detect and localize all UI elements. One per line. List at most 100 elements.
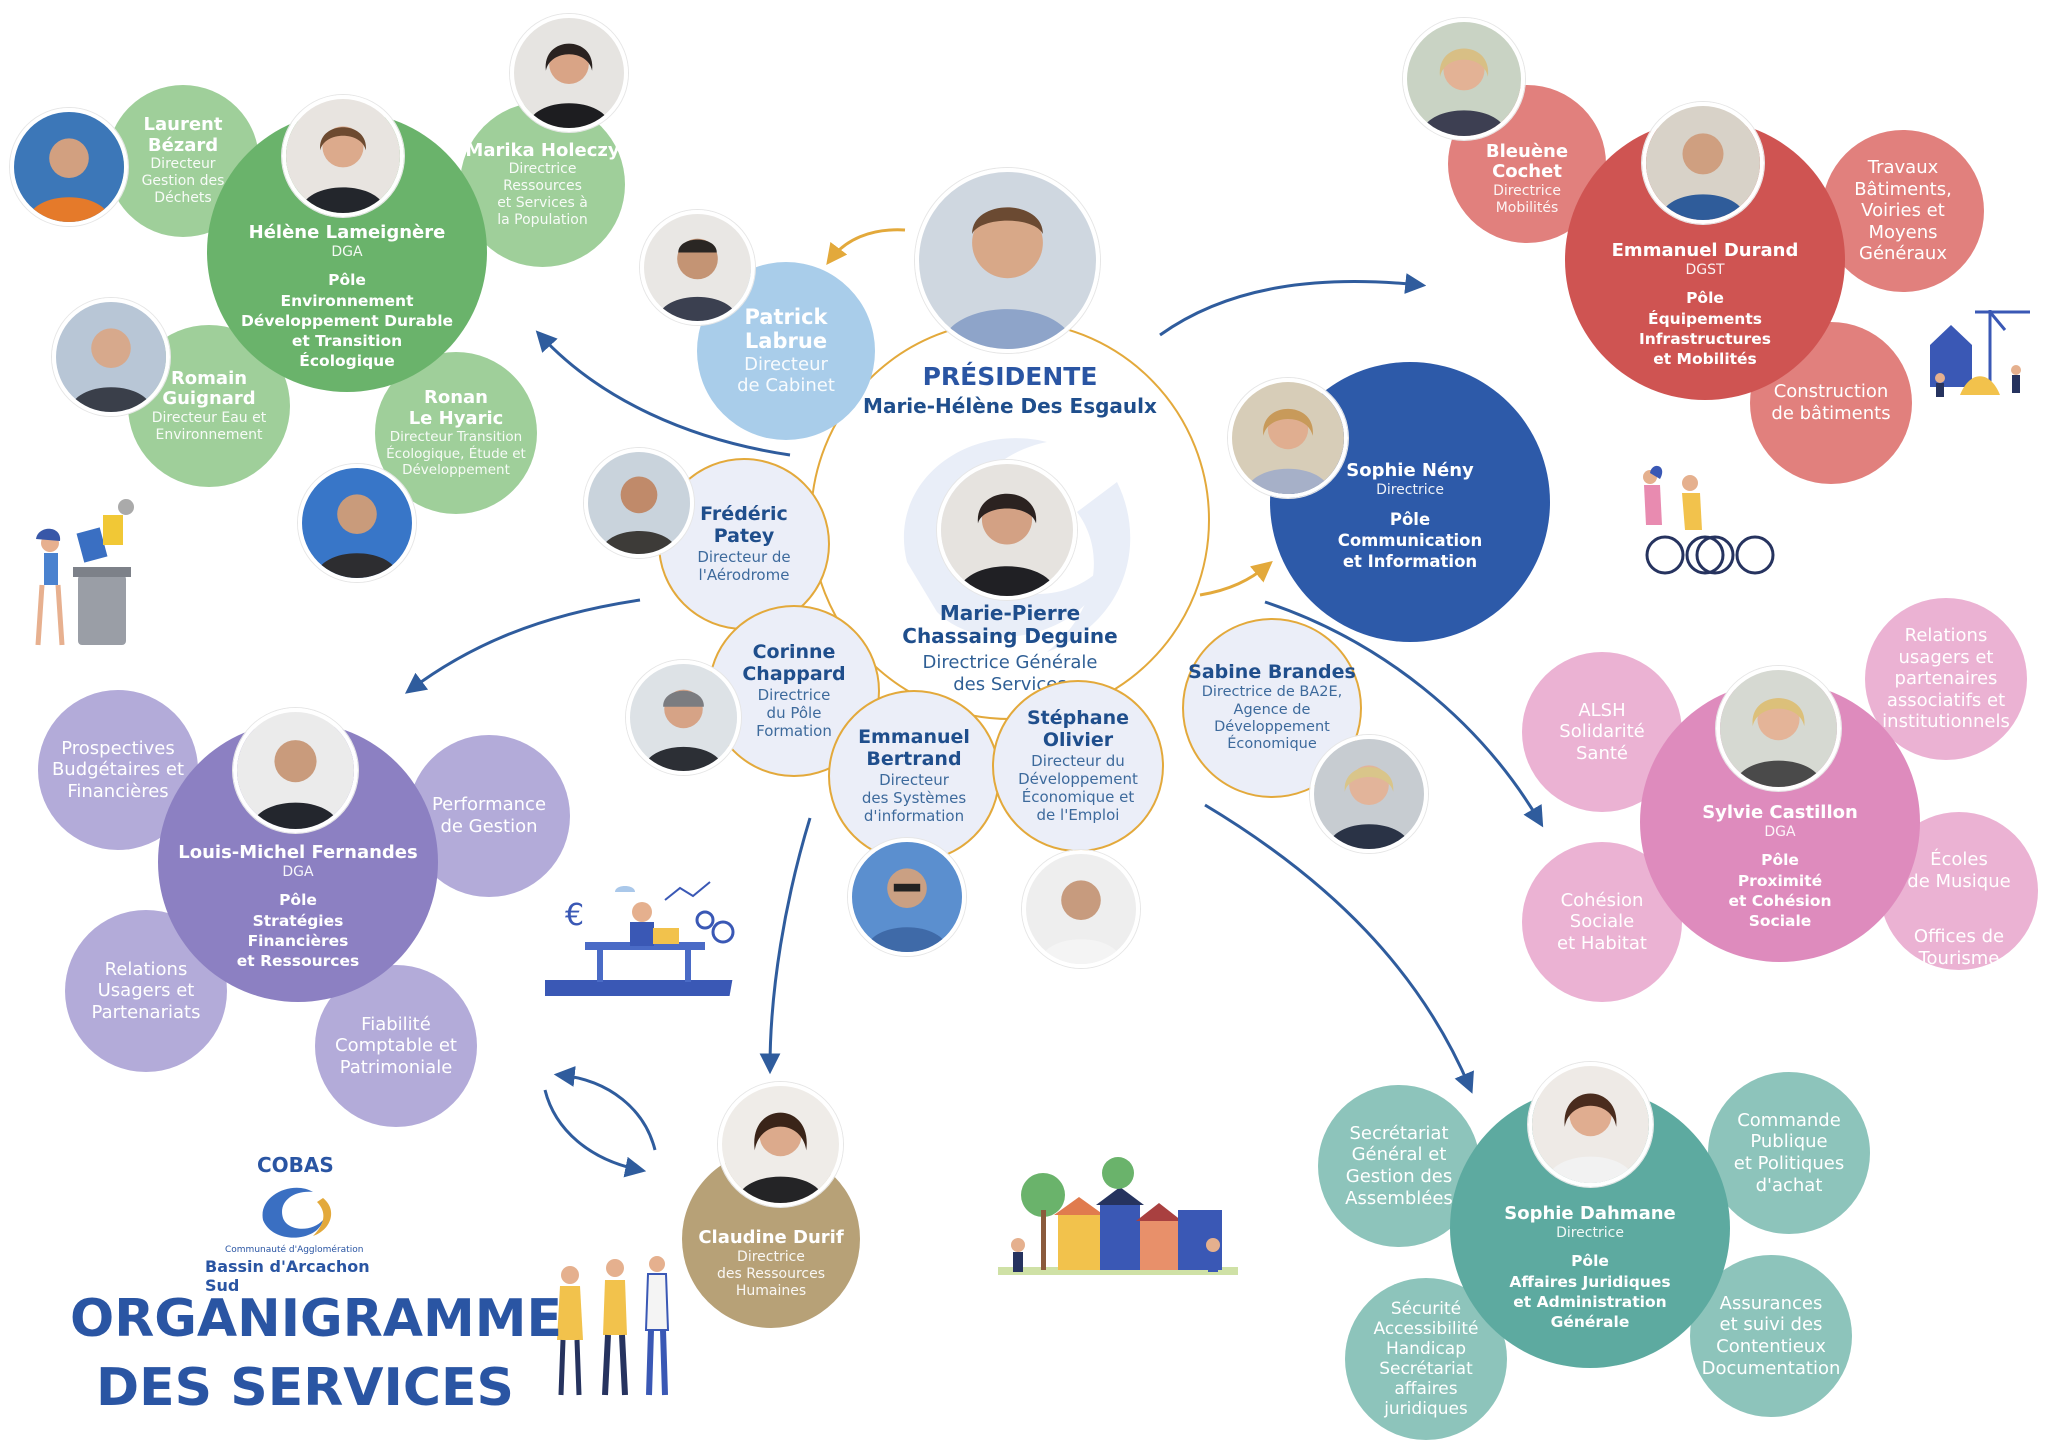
cabinet-photo-icon [640,210,755,325]
lameignere-photo-icon [282,95,404,217]
holeczy-photo-icon [510,14,628,132]
communication-pole-bubble: Sophie Nény Directrice Pôle Communicatio… [1270,362,1550,642]
service-label: Fiabilité Comptable et Patrimoniale [335,1013,457,1078]
service-label: Prospectives Budgétaires et Financières [51,737,185,802]
legal-service-commande: Commande Publique et Politiques d'achat [1708,1072,1870,1234]
pole-director-name: Sophie Nény [1346,460,1474,482]
ring-role: Directrice du Pôle Formation [756,685,832,740]
arrow-to-hr [759,817,812,1075]
guignard-photo-icon [52,298,170,416]
ring-bubble-olivier: Stéphane Olivier Directeur du Développem… [992,680,1164,852]
infra-service-travaux: Travaux Bâtiments, Voiries et Moyens Gén… [1822,130,1984,292]
pole-name: Pôle Environnement Développement Durable… [240,271,454,370]
service-label: Cohésion Sociale et Habitat [1557,889,1647,954]
cabinet-name: Patrick Labrue [744,305,828,354]
cochet-photo-icon [1403,18,1525,140]
recycling-illustration-icon [35,499,134,646]
ring-name: Emmanuel Bertrand [858,726,970,770]
pole-director-role: DGA [282,863,314,880]
pole-name: Pôle Affaires Juridiques et Administrati… [1509,1252,1671,1331]
olivier-photo-icon [1022,850,1140,968]
sub-role: Directeur Transition Écologique, Étude e… [386,429,526,478]
social-service-offices: Offices de Tourisme [1880,912,2038,984]
ring-bubble-bertrand: Emmanuel Bertrand Directeur des Systèmes… [828,690,1000,862]
cobas-logo: COBAS Communauté d'Agglomération Bassin … [205,1145,385,1295]
sub-role: Directeur Gestion des Déchets [141,156,225,207]
ring-name: Frédéric Patey [700,503,788,547]
service-label: Relations Usagers et Partenariats [91,958,201,1023]
cobas-logo-name: COBAS [257,1153,334,1177]
service-label: ALSH Solidarité Santé [1559,699,1645,764]
finance-pole-bubble: Louis-Michel Fernandes DGA Pôle Stratégi… [158,722,438,1002]
cobas-logo-small: Communauté d'Agglomération [225,1245,364,1255]
ring-name: Sabine Brandes [1188,661,1356,684]
pole-director-name: Hélène Lameignère [248,221,446,243]
lehyaric-photo-icon [298,464,416,582]
sub-role: Directrice Ressources et Services à la P… [497,161,588,228]
durif-photo-icon [718,1082,843,1207]
arrow-to-communication [1199,560,1273,597]
pole-director-name: Sylvie Castillon [1702,801,1858,823]
service-label: Commande Publique et Politiques d'achat [1733,1109,1845,1196]
castillon-photo-icon [1716,666,1841,791]
chappard-photo-icon [626,660,741,775]
pole-director-role: DGA [331,243,363,260]
svg-text:€: € [565,898,584,933]
ring-role: Directeur du Développement Économique et… [1018,751,1138,824]
cobas-logo-sub: Bassin d'Arcachon Sud [205,1257,370,1295]
service-label: Construction de bâtiments [1771,381,1891,424]
team-illustration-icon [557,1256,670,1396]
ring-name: Stéphane Olivier [1026,707,1129,751]
arrow-to-finance [404,598,641,694]
bertrand-photo-icon [848,838,966,956]
fernandes-photo-icon [233,708,358,833]
sub-name: Laurent Bézard [143,114,223,156]
hr-role: Directrice des Ressources Humaines [716,1249,826,1299]
env-sub-holeczy: Marika Holeczy Directrice Ressources et … [460,102,625,267]
dgs-photo-icon [937,460,1077,600]
cobas-wave-icon [262,1187,332,1238]
ring-role: Directrice de BA2E, Agence de Développem… [1201,684,1343,753]
construction-illustration-icon [1930,310,2030,397]
pole-director-name: Louis-Michel Fernandes [178,841,418,863]
service-label: Sécurité Accessibilité Handicap Secrétar… [1373,1298,1479,1420]
dahmane-photo-icon [1528,1062,1653,1187]
service-label: Relations usagers et partenaires associa… [1882,625,2010,733]
service-label: Performance de Gestion [431,794,547,837]
arrow-to-environment [535,330,791,457]
service-label: Écoles de Musique [1907,849,2011,892]
ring-role: Directeur des Systèmes d'information [861,770,967,825]
pole-director-role: DGST [1685,261,1725,278]
finance-desk-illustration-icon: € [545,881,735,996]
social-service-relations: Relations usagers et partenaires associa… [1865,598,2027,760]
service-label: Travaux Bâtiments, Voiries et Moyens Gén… [1854,157,1952,265]
service-label: Assurances et suivi des Contentieux Docu… [1701,1292,1841,1379]
env-sub-guignard: Romain Guignard Directeur Eau et Environ… [128,325,290,487]
patey-photo-icon [584,448,694,558]
page-title: ORGANIGRAMME DES SERVICES [70,1289,563,1419]
arrow-to-infra [1159,273,1427,337]
service-label: Offices de Tourisme [1913,926,2005,969]
durand-photo-icon [1642,102,1764,224]
brandes-photo-icon [1310,735,1428,853]
cabinet-bubble: Patrick Labrue Directeur de Cabinet [697,262,875,440]
pole-name: Pôle Stratégies Financières et Ressource… [236,891,360,970]
pole-name: Pôle Communication et Information [1337,509,1483,572]
sub-role: Directrice Mobilités [1493,182,1561,216]
social-service-alsh: ALSH Solidarité Santé [1522,652,1682,812]
pole-director-role: Directrice [1376,481,1444,498]
sub-name: Marika Holeczy [465,139,620,161]
sub-name: Bleuène Cochet [1485,140,1569,183]
hr-name: Claudine Durif [698,1227,844,1249]
sub-role: Directeur Eau et Environnement [151,409,267,443]
president-name: Marie-Hélène Des Esgaulx [863,394,1157,418]
finance-service-fiabilite: Fiabilité Comptable et Patrimoniale [315,965,477,1127]
neny-photo-icon [1228,378,1348,498]
dgs-name: Marie-Pierre Chassaing Deguine [902,601,1118,648]
pole-director-role: DGA [1764,823,1796,840]
pole-director-name: Sophie Dahmane [1504,1202,1676,1224]
bezard-photo-icon [10,108,128,226]
cabinet-role: Directeur de Cabinet [737,353,835,397]
